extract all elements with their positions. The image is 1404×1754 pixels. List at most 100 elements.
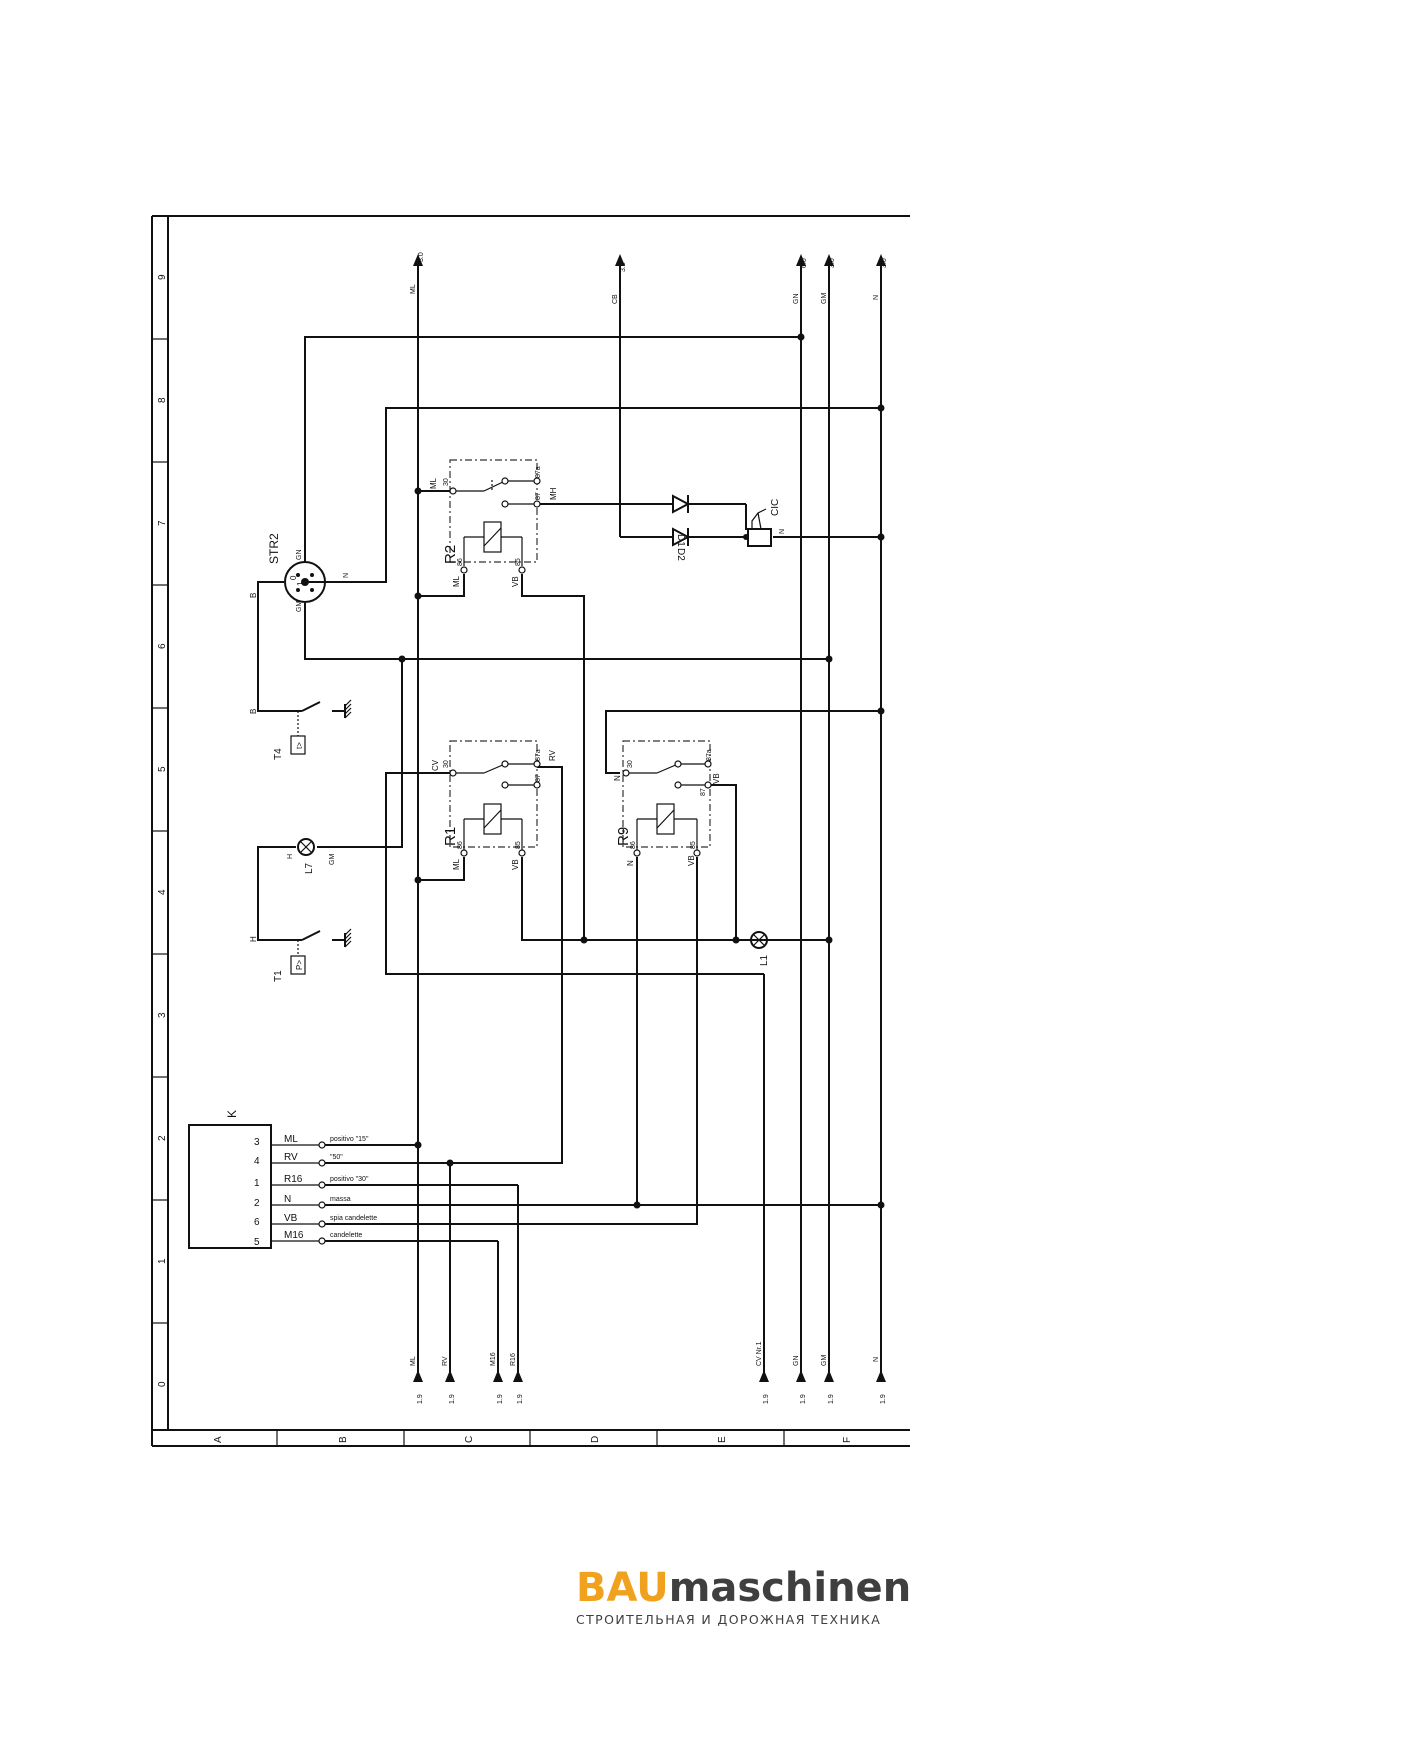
logo-word-part1: BAU [576, 1565, 669, 1611]
relay-pin-label: 85 [515, 841, 522, 849]
bottom-ref-label: 1.9 [449, 1394, 456, 1404]
k-pin-number: 4 [254, 1156, 260, 1167]
relay-pin-label: 30 [627, 760, 634, 768]
top-signal-label: GN [793, 294, 800, 305]
relay-pin-label: 87a [535, 466, 542, 478]
k-pin-signal: N [284, 1194, 291, 1205]
svg-text:0: 0 [289, 575, 298, 580]
column-number: 5 [157, 766, 168, 772]
relay-pin-label: 87a [535, 749, 542, 761]
logo-word-part2: maschinen [668, 1565, 912, 1611]
bottom-ref-label: 1.9 [417, 1394, 424, 1404]
top-ref-label: 3.0 [620, 262, 627, 272]
k-pin-desc: positivo "30" [330, 1176, 369, 1183]
bottom-signal-label: M16 [490, 1352, 497, 1366]
logo-tagline: СТРОИТЕЛЬНАЯ И ДОРОЖНАЯ ТЕХНИКА [576, 1612, 882, 1627]
cic-pin-label: N [779, 529, 786, 534]
k-pin-rows: 3 ML positivo "15" 4 RV "50" 1 R16 posit… [254, 1134, 881, 1248]
junction-dots [398, 333, 885, 1209]
column-number: 1 [157, 1258, 168, 1264]
str2-pin-label: N [343, 573, 350, 578]
component-label: STR2 [267, 533, 281, 564]
relay-terminal-signal: VB [712, 773, 721, 784]
relay-terminal-signal: RV [548, 749, 557, 761]
bottom-ref-label: 1.9 [800, 1394, 807, 1404]
column-number: 4 [157, 889, 168, 895]
horizontal-wiring [257, 336, 881, 1225]
relay-pin-label: 30 [443, 478, 450, 486]
row-letter: C [464, 1436, 475, 1443]
relay-terminal-signal: VB [511, 859, 520, 870]
column-number: 7 [157, 520, 168, 526]
main-buses [417, 262, 882, 1380]
column-number: 6 [157, 643, 168, 649]
k-pin-number: 1 [254, 1178, 260, 1189]
component-label: T1 [273, 970, 284, 982]
bottom-arrowheads [413, 1370, 886, 1382]
bottom-signal-label: ML [410, 1356, 417, 1366]
relay-terminal-signal: VB [511, 576, 520, 587]
bottom-ref-label: 1.9 [517, 1394, 524, 1404]
k-pin-number: 3 [254, 1137, 260, 1148]
diode-d2: D2 [663, 527, 697, 561]
k-pin-signal: RV [284, 1152, 298, 1163]
k-pin-desc: positivo "15" [330, 1136, 369, 1143]
top-ref-label: 6.0 [801, 258, 808, 268]
component-label: D2 [675, 548, 686, 561]
relay-name: R2 [442, 545, 459, 564]
bottom-ref-label: 1.9 [828, 1394, 835, 1404]
top-signal-label: N [873, 295, 880, 300]
component-label: L1 [759, 954, 770, 966]
bottom-signal-label: GM [821, 1355, 828, 1366]
svg-text:1: 1 [296, 581, 305, 586]
pressure-switch-t4: t> T4 B [249, 699, 352, 760]
k-pin-signal: M16 [284, 1230, 304, 1241]
component-label: T4 [273, 748, 284, 760]
column-number: 3 [157, 1012, 168, 1018]
row-letter: D [590, 1436, 601, 1443]
bottom-arrow-labels: ML 1.9 RV 1.9 M16 1.9 R16 1.9 CV Nr.1 1.… [410, 1341, 887, 1404]
relay-r2: R2 30 87a 87 86 85 ML MH ML VB [429, 459, 558, 587]
bottom-ref-label: 1.9 [880, 1394, 887, 1404]
k-pin-desc: massa [330, 1196, 351, 1203]
relay-pin-label: 85 [515, 558, 522, 566]
relay-terminal-signal: MH [549, 487, 558, 500]
k-pin-signal: ML [284, 1134, 298, 1145]
wire-label: H [249, 936, 258, 942]
relay-pin-label: 87 [535, 774, 542, 782]
row-letters: A B C D E F [213, 1436, 853, 1443]
column-number: 0 [157, 1381, 168, 1387]
relay-name: R1 [442, 827, 459, 846]
relay-terminal-signal: ML [429, 477, 438, 489]
relay-r9: R9 30 87a 87 86 85 N VB N VB [613, 740, 721, 866]
k-pin-number: 6 [254, 1217, 260, 1228]
top-ref-label: 3.0 [829, 258, 836, 268]
component-label: L7 [304, 862, 315, 874]
control-unit-k: K [188, 1110, 272, 1249]
lamp-l1: L1 [736, 931, 801, 966]
relay-terminal-signal: VB [687, 855, 696, 866]
lamp-pin-label: GM [329, 854, 336, 865]
relay-terminal-signal: CV [431, 759, 440, 771]
k-pin-desc: candelette [330, 1232, 362, 1239]
svg-text:P>: P> [295, 960, 304, 970]
solenoid-cic: CIC N [743, 499, 786, 547]
top-arrowheads [413, 254, 886, 266]
column-numbers: 0 1 2 3 4 5 6 7 8 9 [157, 274, 168, 1387]
lamp-pin-label: H [287, 854, 294, 859]
row-letter: E [717, 1436, 728, 1443]
relay-pin-label: 85 [690, 841, 697, 849]
relay-pin-label: 86 [457, 558, 464, 566]
column-number: 2 [157, 1135, 168, 1141]
top-signal-label: CB [612, 294, 619, 304]
str2-pin-label: GN [296, 550, 303, 561]
relay-terminal-signal: N [613, 775, 622, 781]
k-pin-signal: R16 [284, 1174, 303, 1185]
bottom-ref-label: 1.9 [763, 1394, 770, 1404]
bottom-signal-label: CV Nr.1 [756, 1341, 763, 1366]
relay-pin-label: 86 [630, 841, 637, 849]
k-pin-signal: VB [284, 1213, 298, 1224]
top-ref-label: 3.0 [881, 258, 888, 268]
top-signal-label: ML [410, 284, 417, 294]
k-pin-desc: spia candelette [330, 1215, 377, 1222]
